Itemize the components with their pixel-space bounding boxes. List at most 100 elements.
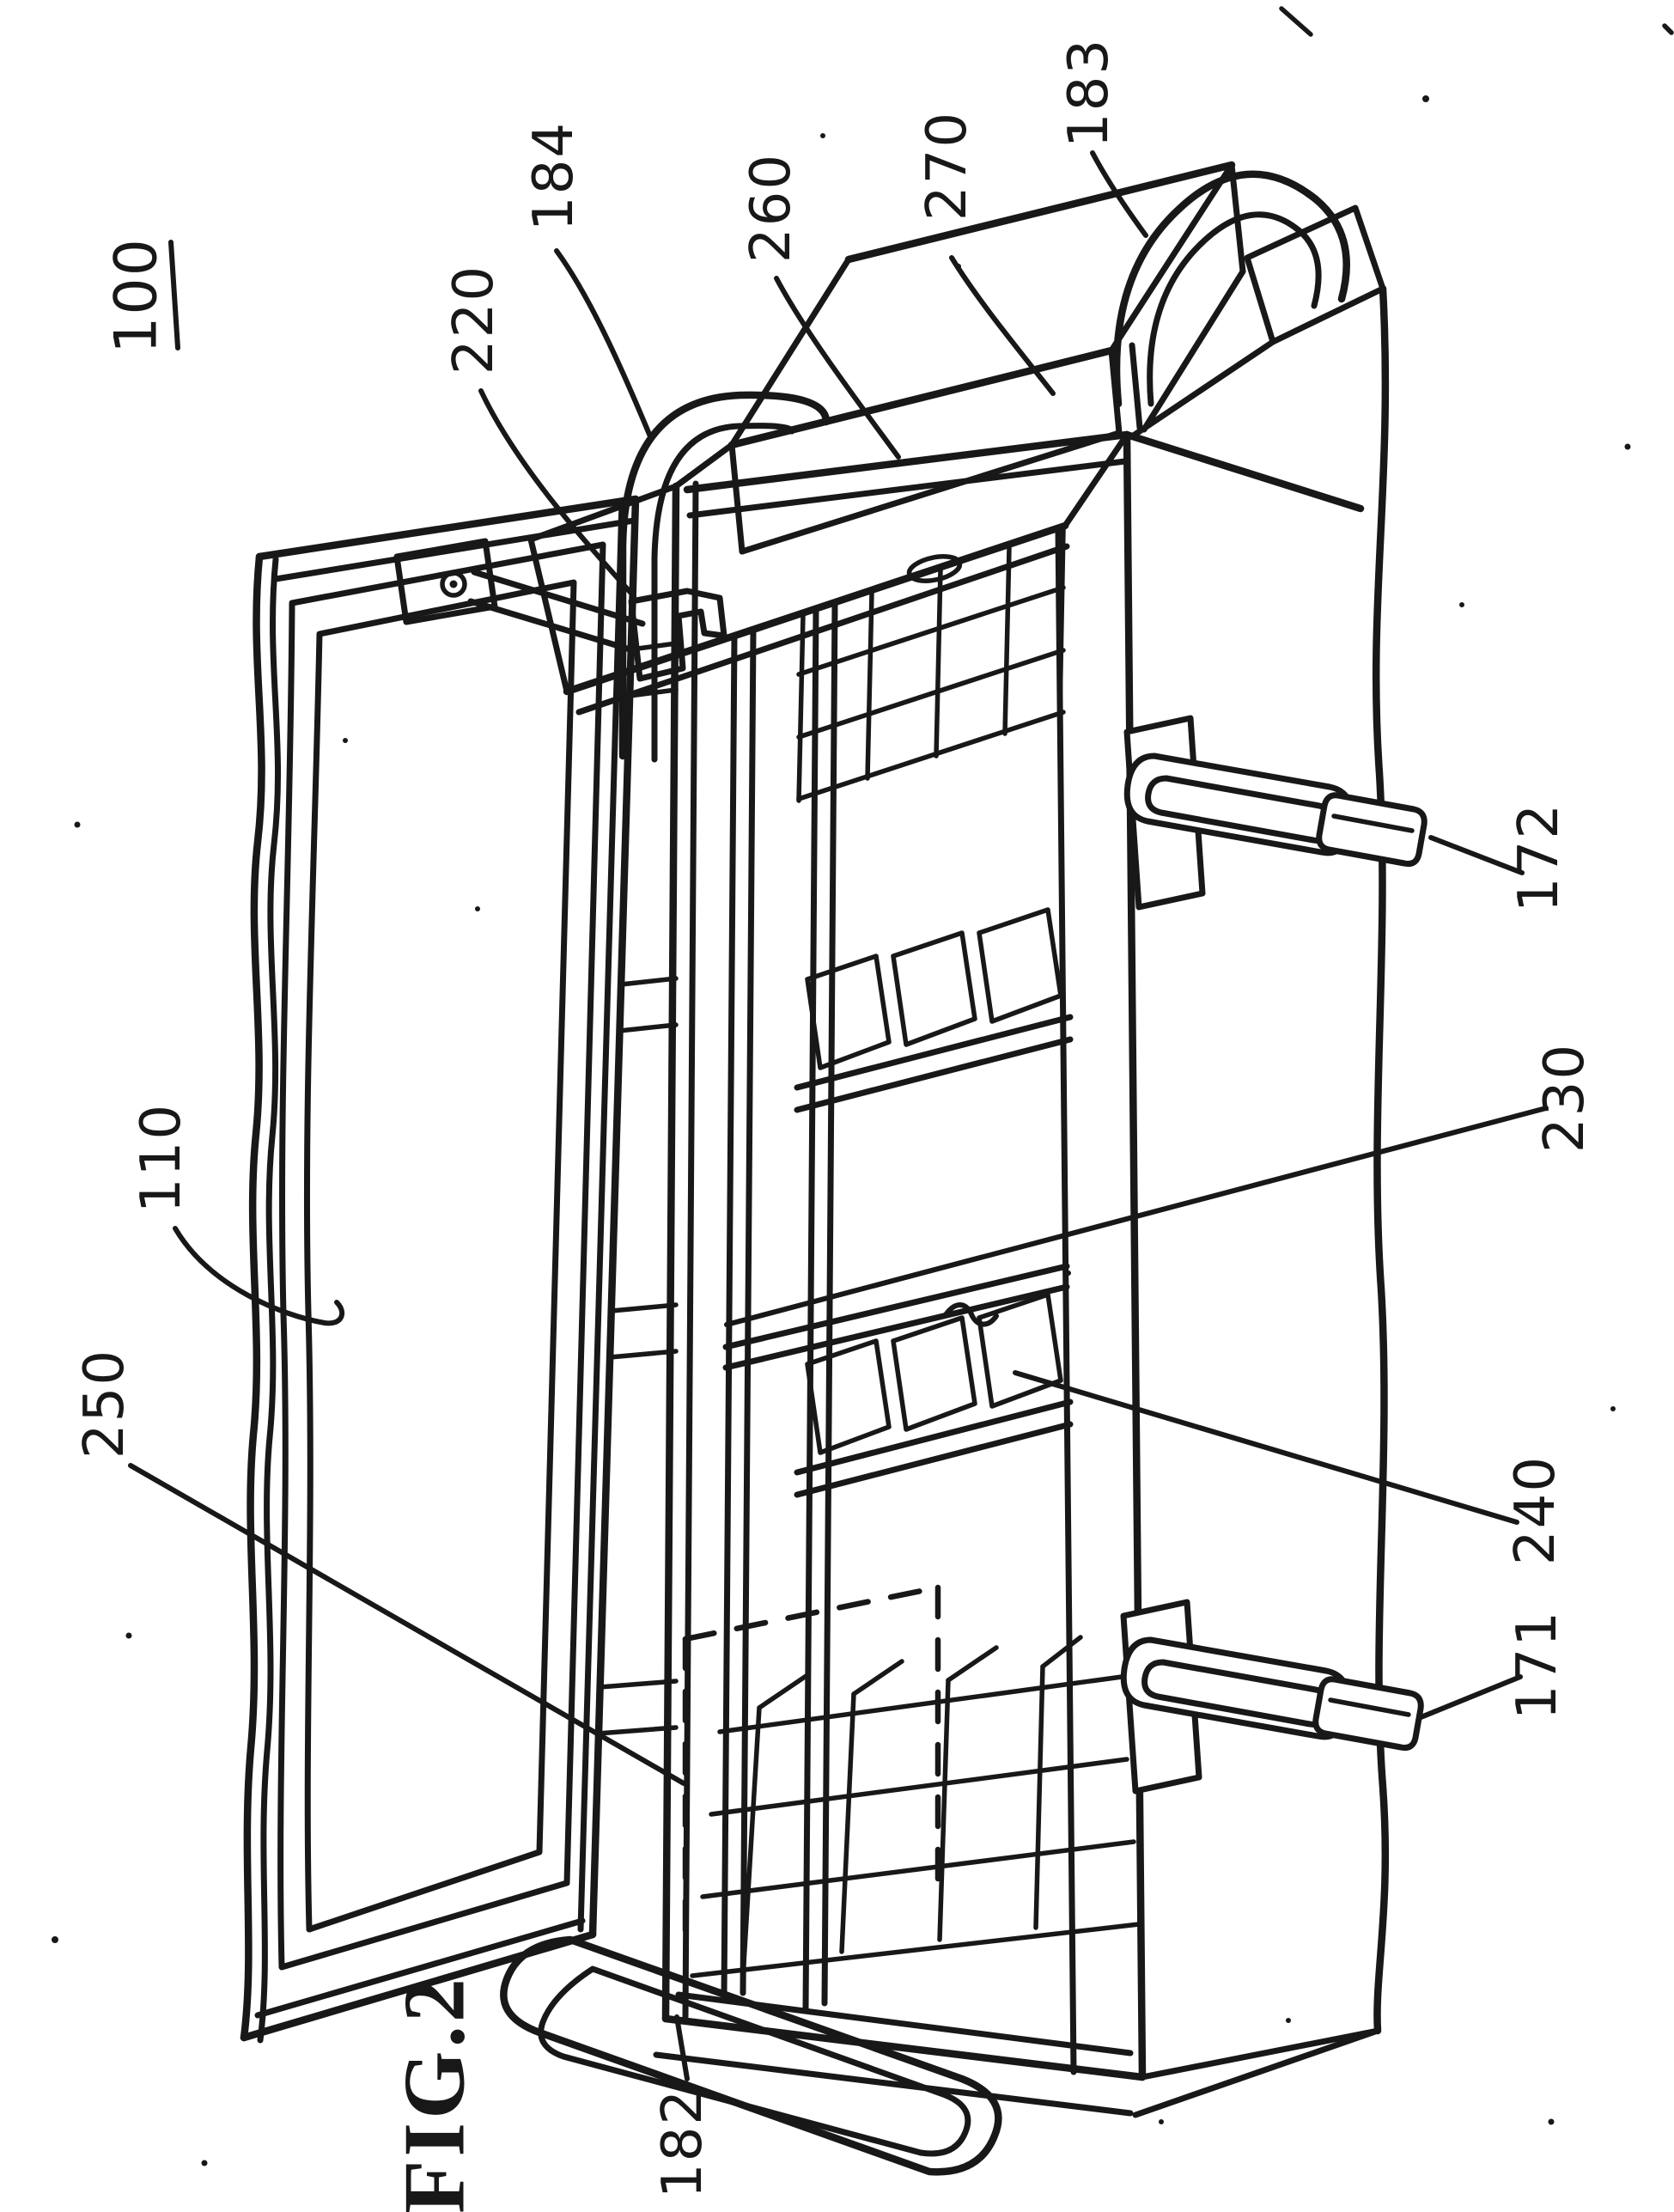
left-rim-inner	[682, 480, 699, 2020]
rim-to-tray-seam	[673, 442, 735, 490]
speckle	[1610, 1406, 1616, 1411]
tray-right-top-edge	[1108, 161, 1235, 354]
handle-183-inner	[1147, 211, 1322, 407]
ref-label-184: 184	[522, 121, 586, 231]
basket-h3	[700, 1839, 1136, 1899]
dashed-top	[682, 1584, 941, 1642]
handle-184-inner	[651, 423, 795, 763]
divider-edge-1	[722, 1263, 1070, 1350]
speckle	[820, 133, 825, 138]
leader-240	[1013, 1370, 1519, 1525]
speckle	[1624, 443, 1631, 450]
corner-mount-plate	[1244, 204, 1386, 345]
ref-label-230: 230	[1533, 1043, 1597, 1153]
door-torn-edge-inner	[257, 556, 282, 2044]
plate-4	[805, 1338, 892, 1455]
speckle	[52, 1936, 58, 1943]
latch-172	[1123, 715, 1427, 911]
speckle	[475, 906, 480, 911]
ref-label-172: 172	[1507, 802, 1571, 912]
tray-right-base-edge	[1141, 268, 1246, 433]
divider-230	[722, 1263, 1070, 1371]
corner-seam	[1062, 431, 1130, 529]
speckle	[1459, 602, 1464, 607]
leader-250	[128, 1463, 686, 1786]
underline-100	[168, 240, 180, 350]
upper-slot-rack	[796, 527, 1066, 803]
speckle	[1422, 95, 1429, 102]
door-hinge-edge	[588, 495, 640, 1939]
latch-arm-220	[393, 538, 727, 682]
speckle	[201, 2160, 208, 2166]
basket-d2	[851, 1659, 904, 1697]
basket-h2	[709, 1757, 1129, 1817]
right-wall-bottom-edge	[1139, 2027, 1381, 2081]
rack-post-1	[796, 612, 806, 803]
ref-label-260: 260	[740, 153, 803, 263]
hinge-knuckle-3b	[607, 1349, 679, 1360]
rim-oval-hole	[906, 554, 963, 583]
basket-d3	[946, 1645, 999, 1683]
band-outer-edge	[683, 430, 1131, 494]
speckle	[1286, 2018, 1291, 2023]
leader-183	[1090, 150, 1148, 238]
tray-front-bottom-edge	[739, 430, 1123, 555]
plate-5	[891, 1315, 977, 1432]
basket-h4	[690, 1922, 1141, 1978]
arm-pivot-ring	[440, 570, 467, 598]
tray-front-top-edge	[727, 346, 1116, 449]
basket-v2	[839, 1691, 856, 1954]
right-rim-outer	[1123, 430, 1147, 2081]
door-hinge-edge-inner	[577, 498, 625, 1933]
plate-1	[805, 954, 892, 1070]
basket-v1	[741, 1705, 762, 1966]
handle-183-outer	[1112, 170, 1350, 408]
rack-post-4	[1002, 545, 1012, 736]
latch-172-lever	[1316, 792, 1427, 867]
handle-183	[1112, 170, 1386, 440]
speckle	[343, 738, 348, 743]
hinge-knuckle-4b	[595, 1725, 679, 1736]
basket-d4	[1040, 1635, 1083, 1669]
reference-labels: 100 184 220 260 270 183 110 172 230 250 …	[73, 38, 1597, 2212]
basket-v3	[937, 1678, 951, 1942]
corner-plate-edge	[1129, 338, 1276, 440]
door-torn-edge-outer	[240, 552, 265, 2042]
speckle	[1159, 2119, 1164, 2124]
basket-d1	[757, 1673, 810, 1710]
plate-6	[977, 1292, 1063, 1409]
wire-basket	[690, 1635, 1141, 1978]
hinge-knuckle-3a	[609, 1302, 679, 1313]
ref-label-171: 171	[1506, 1610, 1569, 1720]
opening-ridge-inner	[575, 543, 1070, 716]
leader-171	[1416, 1674, 1523, 1721]
hinge-knuckle-2b	[617, 1022, 679, 1033]
ref-label-110: 110	[130, 1103, 193, 1213]
plate-base-3	[794, 1398, 1074, 1476]
leader-110	[173, 1226, 345, 1326]
arm-hook-clip	[628, 588, 727, 682]
figure-caption: FIG.2	[387, 1975, 484, 2212]
rack-rail-1	[796, 585, 1066, 677]
squiggle-240	[942, 1302, 999, 1327]
plate-base-2	[794, 1036, 1074, 1113]
arm-pivot-pin	[449, 580, 458, 588]
guide-rail-2a	[802, 606, 819, 2012]
ref-label-182: 182	[651, 2088, 715, 2198]
latch-171	[1120, 1599, 1424, 1795]
tray-left-end	[728, 442, 746, 555]
leader-260	[774, 276, 901, 460]
ref-label-250: 250	[73, 1349, 137, 1459]
hinge-knuckle-1b	[627, 687, 679, 698]
guide-rail-1b	[740, 628, 757, 1996]
speckle	[125, 1632, 132, 1639]
plate-3	[977, 907, 1063, 1024]
scan-speckles	[52, 6, 1674, 2166]
right-wall-top-edge	[1123, 430, 1365, 513]
door-frame-inner	[303, 579, 577, 1933]
right-wall	[1132, 284, 1390, 2118]
right-rim-inner	[1055, 526, 1077, 2075]
door-110	[240, 495, 640, 2044]
plate-base-4	[794, 1421, 1074, 1498]
